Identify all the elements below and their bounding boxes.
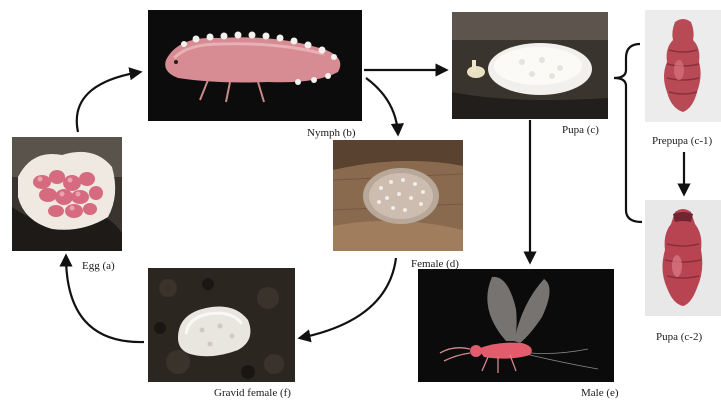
- arrow-gravid-to-egg: [66, 256, 144, 342]
- arrow-nymph-to-female: [366, 78, 398, 134]
- arrow-female-to-gravid: [300, 258, 396, 338]
- pupa-brace: [614, 44, 642, 222]
- arrow-egg-to-nymph: [77, 72, 140, 132]
